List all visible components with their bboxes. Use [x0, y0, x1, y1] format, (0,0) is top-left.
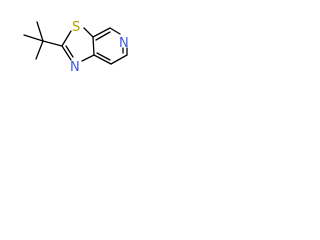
bond-s-c7a: [83, 27, 94, 38]
bond-n3-c3a: [81, 54, 95, 62]
bond-c2-n3: [61, 45, 72, 61]
bond-c7-c7a-double: [95, 31, 111, 41]
tert-butyl-group: [23, 21, 63, 60]
bond-c3a-c7a: [92, 36, 95, 56]
bond-c2-n3-double: [65, 45, 74, 58]
thiazole-ring: [61, 27, 95, 62]
bond-c7-n6: [109, 27, 121, 35]
bond-c4-c3a-double: [96, 52, 111, 61]
bond-c7a-c7: [92, 27, 111, 38]
chemical-structure: S N N: [23, 20, 129, 75]
bond-tbu-methyl-left: [23, 34, 44, 42]
ring-nitrogen-atom-label: N: [119, 36, 129, 51]
bond-tbu-methyl-top: [36, 21, 44, 42]
bond-tbu-c2: [42, 40, 63, 47]
bond-c5-c4: [110, 54, 128, 65]
bond-c2-s: [61, 30, 72, 47]
thiazole-nitrogen-atom-label: N: [70, 60, 80, 75]
bond-tbu-methyl-bottom: [35, 40, 44, 60]
bond-c4-c3a: [93, 54, 112, 65]
sulfur-atom-label: S: [72, 20, 80, 35]
pyridine-ring: [92, 27, 128, 65]
